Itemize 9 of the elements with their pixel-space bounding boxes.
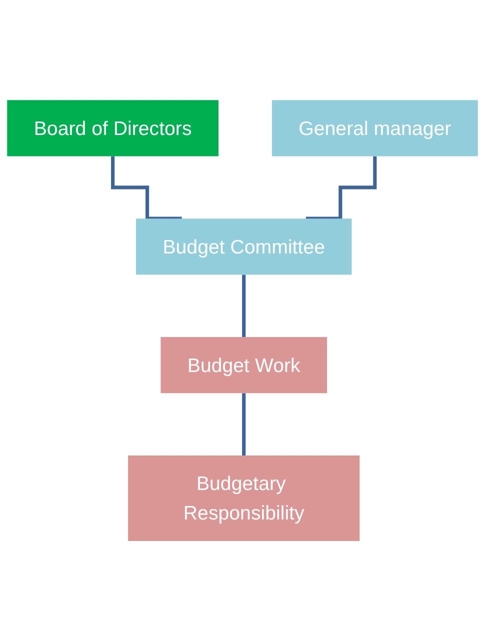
node-box: Board of Directors — [7, 100, 218, 157]
node-box: General manager — [272, 100, 478, 157]
node-box: Budget Work — [160, 337, 328, 394]
node-box: Budgetary Responsibility — [128, 456, 360, 542]
node-box: Budget Committee — [136, 219, 352, 276]
connector — [306, 154, 377, 221]
connector — [242, 392, 246, 458]
connector — [242, 273, 246, 340]
connector — [111, 154, 182, 221]
